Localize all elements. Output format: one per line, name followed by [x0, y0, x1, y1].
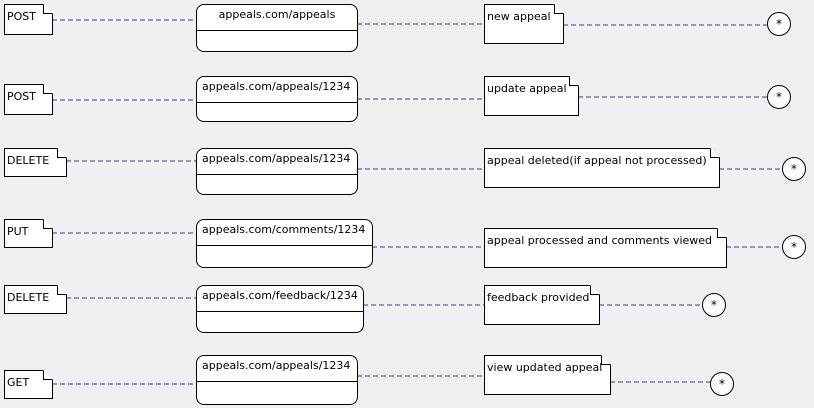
result-note: feedback provided [484, 285, 600, 325]
result-note: appeal deleted(if appeal not processed) [484, 148, 720, 188]
end-state: * [767, 85, 791, 109]
state-divider [197, 381, 357, 382]
method-note: POST [4, 4, 53, 35]
method-note: DELETE [4, 148, 67, 177]
end-state: * [767, 12, 791, 36]
endpoint-state: appeals.com/comments/1234 [196, 219, 373, 268]
result-label: appeal deleted(if appeal not processed) [487, 154, 707, 167]
endpoint-state: appeals.com/appeals/1234 [196, 76, 358, 122]
result-note: view updated appeal [484, 355, 611, 395]
method-label: DELETE [7, 154, 50, 167]
result-label: appeal processed and comments viewed [487, 234, 713, 247]
endpoint-label: appeals.com/appeals [218, 8, 336, 21]
state-divider [197, 174, 357, 175]
endpoint-state: appeals.com/appeals/1234 [196, 148, 358, 195]
result-label: new appeal [487, 10, 551, 23]
result-note: appeal processed and comments viewed [484, 228, 727, 268]
end-state: * [710, 372, 734, 396]
method-label: POST [7, 10, 36, 23]
method-note: DELETE [4, 285, 67, 314]
endpoint-label: appeals.com/appeals/1234 [202, 80, 351, 93]
state-divider [197, 30, 357, 31]
method-label: POST [7, 90, 36, 103]
result-label: update appeal [487, 82, 567, 95]
endpoint-label: appeals.com/appeals/1234 [202, 152, 351, 165]
result-note: new appeal [484, 4, 564, 44]
endpoint-state: appeals.com/feedback/1234 [196, 285, 364, 333]
method-note: POST [4, 84, 53, 115]
result-label: feedback provided [487, 291, 590, 304]
method-note: PUT [4, 219, 53, 248]
result-note: update appeal [484, 76, 579, 116]
state-divider [197, 311, 363, 312]
method-label: GET [7, 376, 30, 389]
method-label: PUT [7, 225, 29, 238]
end-state: * [782, 235, 806, 259]
state-divider [197, 245, 372, 246]
method-label: DELETE [7, 291, 50, 304]
result-label: view updated appeal [487, 361, 603, 374]
endpoint-label: appeals.com/comments/1234 [202, 223, 366, 236]
state-divider [197, 102, 357, 103]
endpoint-label: appeals.com/feedback/1234 [202, 289, 358, 302]
end-state: * [702, 293, 726, 317]
method-note: GET [4, 370, 53, 399]
endpoint-state: appeals.com/appeals [196, 4, 358, 52]
endpoint-state: appeals.com/appeals/1234 [196, 355, 358, 405]
end-state: * [782, 157, 806, 181]
endpoint-label: appeals.com/appeals/1234 [202, 359, 351, 372]
